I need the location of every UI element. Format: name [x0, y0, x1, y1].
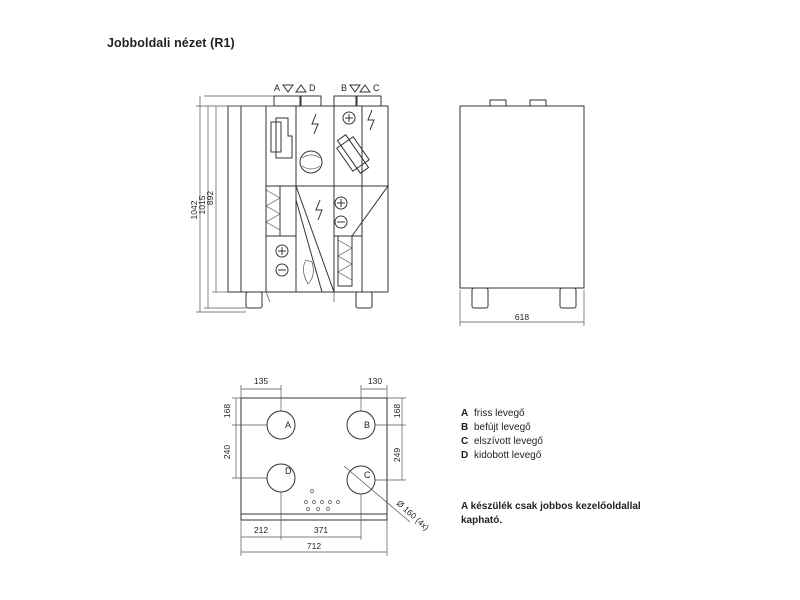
top-port-c: C	[364, 470, 371, 480]
front-port-d: D	[309, 83, 316, 93]
legend-key: C	[461, 436, 469, 447]
side-view: 618	[459, 99, 585, 326]
spigot-a	[273, 95, 301, 107]
minus-icon	[334, 215, 348, 229]
dim-240: 240	[222, 445, 232, 459]
minus-icon	[275, 263, 289, 277]
spigot-b	[333, 95, 357, 107]
motor	[275, 117, 293, 159]
foot	[245, 291, 263, 309]
legend-text: friss levegő	[474, 408, 525, 419]
foot	[559, 287, 577, 309]
down-triangle-icon	[349, 84, 361, 93]
cable-holes	[304, 489, 340, 511]
down-triangle-icon	[282, 84, 294, 93]
dim-712: 712	[307, 541, 321, 551]
dim-1042: 1042	[189, 200, 199, 219]
side-housing	[459, 105, 585, 289]
dim-168-right: 168	[392, 404, 402, 418]
top-port-d: D	[285, 466, 292, 476]
top-port-b: B	[364, 420, 370, 430]
vertical-dimensions	[196, 95, 274, 313]
lightning-icon	[315, 199, 323, 221]
dim-168-left: 168	[222, 404, 232, 418]
page-title: Jobboldali nézet (R1)	[107, 36, 235, 50]
legend-key: D	[461, 450, 469, 461]
availability-note: A készülék csak jobbos kezelőoldallal ka…	[461, 501, 641, 526]
foot	[471, 287, 489, 309]
legend-text: kidobott levegő	[474, 450, 542, 461]
dim-212: 212	[254, 525, 268, 535]
dim-diameter: Ø 160 (4x)	[395, 498, 432, 532]
foot	[355, 291, 373, 309]
dim-618: 618	[515, 312, 529, 322]
up-triangle-icon	[295, 84, 307, 93]
front-housing	[227, 105, 389, 293]
fan-icon	[299, 150, 323, 174]
plus-icon	[275, 244, 289, 258]
plus-icon	[342, 111, 356, 125]
legend-text: elszívott levegő	[474, 436, 543, 447]
dim-371: 371	[314, 525, 328, 535]
dim-1015: 1015	[197, 195, 207, 214]
dim-249: 249	[392, 448, 402, 462]
heat-exchanger	[295, 185, 389, 293]
motor	[336, 134, 370, 174]
front-port-a: A	[274, 83, 280, 93]
dim-892: 892	[205, 191, 215, 205]
front-port-c: C	[373, 83, 380, 93]
dim-130: 130	[368, 376, 382, 386]
filter	[265, 185, 281, 237]
legend-text: befújt levegő	[474, 422, 531, 433]
spigot-c	[356, 95, 382, 107]
lightning-icon	[367, 109, 375, 131]
top-port-a: A	[285, 420, 291, 430]
dim-135: 135	[254, 376, 268, 386]
front-port-b: B	[341, 83, 347, 93]
legend-key: B	[461, 422, 469, 433]
spigot-d	[300, 95, 322, 107]
top-housing	[240, 397, 388, 521]
plus-icon	[334, 196, 348, 210]
filter	[337, 235, 353, 287]
legend-key: A	[461, 408, 469, 419]
spiral-icon	[303, 259, 314, 285]
top-view: A B D C 135 130 168 240	[222, 376, 431, 556]
front-view: A D B C	[189, 83, 389, 313]
lightning-icon	[311, 113, 319, 135]
port-b	[346, 410, 376, 440]
up-triangle-icon	[359, 84, 371, 93]
